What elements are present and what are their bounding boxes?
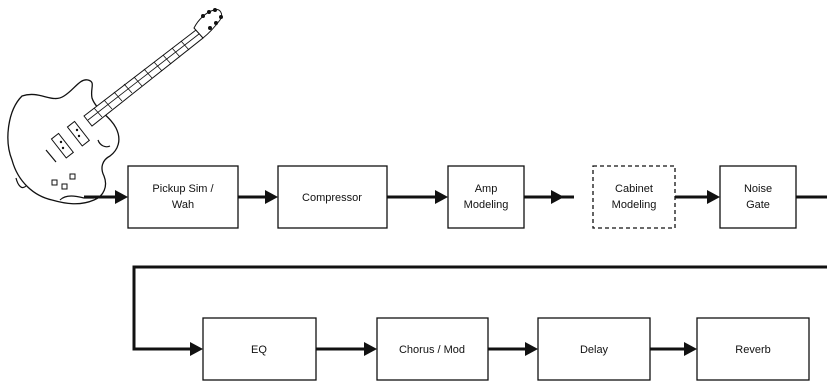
block-cabinet-modeling: Cabinet Modeling (592, 165, 676, 229)
row2-connectors (316, 342, 697, 356)
block-delay: Delay (537, 317, 651, 381)
block-eq: EQ (202, 317, 317, 381)
block-noise-gate-label-line1: Noise (744, 183, 772, 195)
block-pickup-sim-wah-label-line2: Wah (172, 199, 194, 211)
block-reverb: Reverb (696, 317, 810, 381)
block-delay-label: Delay (580, 344, 609, 356)
block-compressor-label: Compressor (302, 192, 362, 204)
return-connector (132, 265, 827, 356)
block-cabinet-modeling-label-line1: Cabinet (615, 183, 653, 195)
block-amp-modeling-label-line2: Modeling (464, 199, 509, 211)
block-compressor: Compressor (277, 165, 388, 229)
block-eq-label: EQ (251, 344, 267, 356)
block-noise-gate: Noise Gate (719, 165, 797, 229)
block-noise-gate-label-line2: Gate (746, 199, 770, 211)
block-cabinet-modeling-label-line2: Modeling (612, 199, 657, 211)
block-reverb-label: Reverb (735, 344, 770, 356)
block-pickup-sim-wah: Pickup Sim / Wah (127, 165, 239, 229)
electric-guitar-icon (7, 8, 223, 205)
block-chorus-mod: Chorus / Mod (376, 317, 489, 381)
block-amp-modeling: Amp Modeling (447, 165, 525, 229)
block-chorus-mod-label: Chorus / Mod (399, 344, 465, 356)
row1-connectors (84, 190, 827, 204)
block-amp-modeling-label-line1: Amp (475, 183, 498, 195)
block-pickup-sim-wah-label-line1: Pickup Sim / (152, 183, 214, 195)
